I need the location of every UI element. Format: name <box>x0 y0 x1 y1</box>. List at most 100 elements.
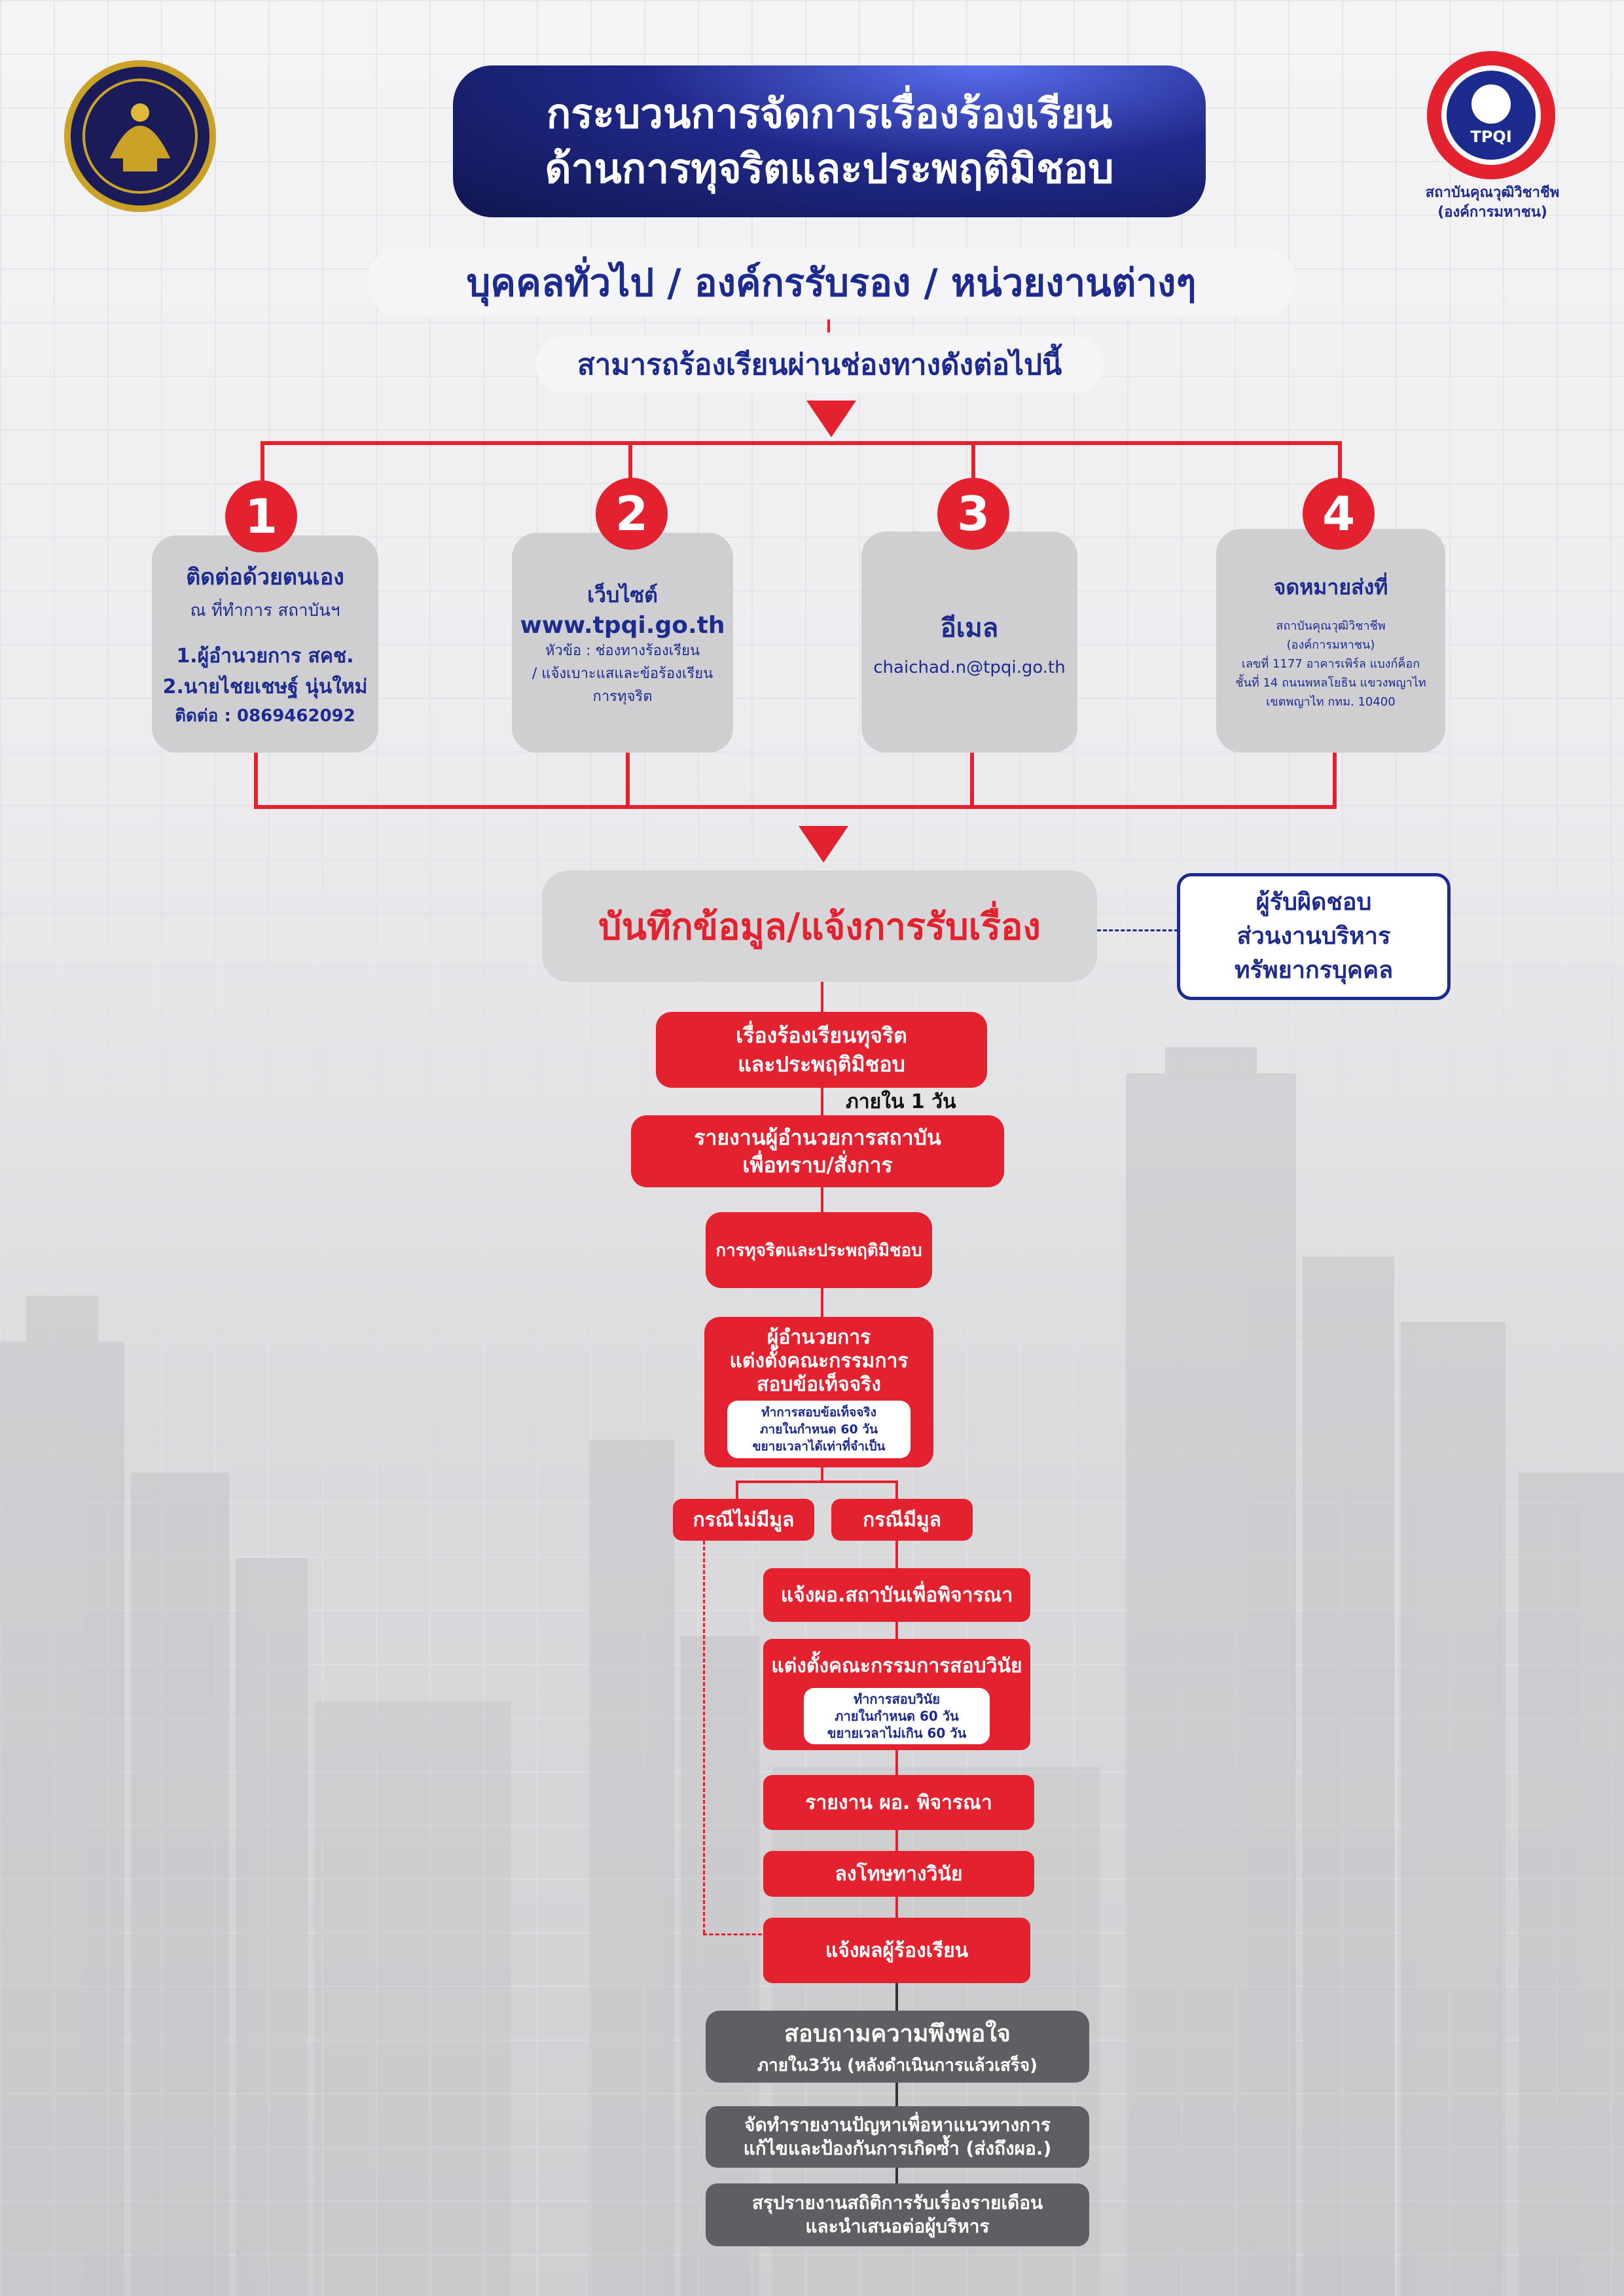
flow-step-monthly-summary: สรุปรายงานสถิติการรับเรื่องรายเดือน และน… <box>706 2183 1089 2246</box>
channel-line: เขตพญาไท กทม. 10400 <box>1266 695 1396 709</box>
channel-line: 1.ผู้อำนวยการ สคช. <box>176 645 354 668</box>
record-label: บันทึกข้อมูล/แจ้งการรับเรื่อง <box>598 905 1041 948</box>
government-emblem-logo <box>64 60 216 212</box>
responsible-unit-box: ผู้รับผิดชอบ ส่วนงานบริหาร ทรัพยากรบุคคล <box>1177 873 1451 1000</box>
connector-line <box>827 319 830 332</box>
down-arrow <box>806 401 856 437</box>
website-link[interactable]: www.tpqi.go.th <box>520 611 725 639</box>
flow-step-line: ภายใน3วัน (หลังดำเนินการแล้วเสร็จ) <box>757 2056 1038 2075</box>
case-no-merit: กรณีไม่มีมูล <box>673 1499 814 1541</box>
flow-step-line: การทุจริตและประพฤติมิชอบ <box>715 1240 922 1261</box>
channels-intro: สามารถร้องเรียนผ่านช่องทางดังต่อไปนี้ <box>535 336 1104 393</box>
flow-connector <box>895 1750 898 1776</box>
flow-step-line: แต่งตั้งคณะกรรมการ <box>729 1350 909 1372</box>
flow-step-satisfaction: สอบถามความพึงพอใจ ภายใน3วัน (หลังดำเนินก… <box>706 2011 1089 2083</box>
responsible-line: ส่วนงานบริหาร <box>1236 923 1391 950</box>
flow-split-line <box>736 1480 897 1483</box>
flow-connector <box>821 1467 823 1483</box>
branch-line <box>1333 753 1337 809</box>
within-1-day-label: ภายใน 1 วัน <box>846 1090 956 1113</box>
branch-line <box>626 753 630 809</box>
flow-step-line: และนำเสนอต่อผู้บริหาร <box>805 2215 990 2237</box>
flow-step-line: รายงานผู้อำนวยการสถาบัน <box>694 1125 941 1150</box>
channel-card-in-person: ติดต่อด้วยตนเอง ณ ที่ทำการ สถาบันฯ 1.ผู้… <box>152 535 378 753</box>
flow-step-penalty: ลงโทษทางวินัย <box>763 1851 1034 1897</box>
flow-step-notify-director: แจ้งผอ.สถาบันเพื่อพิจารณา <box>763 1568 1030 1622</box>
flow-connector <box>895 1983 898 2012</box>
no-merit-path <box>703 1933 762 1935</box>
flow-step-line: สรุปรายงานสถิติการรับเรื่องรายเดือน <box>751 2192 1043 2214</box>
channel-line: / แจ้งเบาะแสและข้อร้องเรียน <box>532 665 713 682</box>
flow-step-line: สอบถามความพึงพอใจ <box>784 2020 1011 2047</box>
flow-connector <box>821 1088 823 1117</box>
subtitle-text: บุคคลทั่วไป / องค์กรรับรอง / หน่วยงานต่า… <box>466 260 1197 305</box>
flow-step-line: จัดทำรายงานปัญหาเพื่อหาแนวทางการ <box>744 2114 1051 2136</box>
branch-line <box>1338 441 1342 513</box>
channel-title: อีเมล <box>940 613 999 643</box>
channel-card-website: เว็บไซต์ www.tpqi.go.th หัวข้อ : ช่องทาง… <box>512 533 733 753</box>
channel-line: หัวข้อ : ช่องทางร้องเรียน <box>545 642 700 659</box>
flow-connector <box>895 2083 898 2108</box>
branch-line-bottom <box>254 805 1337 809</box>
fact-finding-note: ทำการสอบข้อเท็จจริง ภายในกำหนด 60 วัน ขย… <box>727 1401 911 1458</box>
disciplinary-note: ทำการสอบวินัย ภายในกำหนด 60 วัน ขยายเวลา… <box>804 1688 990 1744</box>
flow-connector <box>821 1187 823 1213</box>
channel-card-email: อีเมล chaichad.n@tpqi.go.th <box>861 531 1077 753</box>
page-title: กระบวนการจัดการเรื่องร้องเรียน ด้านการทุ… <box>453 65 1206 217</box>
flow-step-corruption: การทุจริตและประพฤติมิชอบ <box>706 1212 932 1288</box>
title-line2: ด้านการทุจริตและประพฤติมิชอบ <box>545 145 1114 192</box>
subtitle-audience: บุคคลทั่วไป / องค์กรรับรอง / หน่วยงานต่า… <box>367 247 1296 317</box>
channel-line: 2.นายไชยเชษฐ์ นุ่นใหม่ <box>162 675 368 698</box>
tpqi-logo-text: TPQI <box>1470 128 1512 146</box>
flow-step-line: แก้ไขและป้องกันการเกิดซ้ำ (ส่งถึงผอ.) <box>743 2138 1052 2159</box>
flow-step-fact-finding: ผู้อำนวยการ แต่งตั้งคณะกรรมการ สอบข้อเท็… <box>704 1317 933 1467</box>
channel-phone: ติดต่อ : 0869462092 <box>175 706 355 726</box>
flow-step-line: ผู้อำนวยการ <box>767 1326 871 1349</box>
channel-number-badge: 4 <box>1303 478 1375 550</box>
flow-connector <box>895 1622 898 1640</box>
flow-step-disciplinary-committee: แต่งตั้งคณะกรรมการสอบวินัย ทำการสอบวินัย… <box>763 1639 1030 1750</box>
org-name-line2: (องค์การมหาชน) <box>1437 204 1547 221</box>
flow-step-report-director: รายงานผู้อำนวยการสถาบัน เพื่อทราบ/สั่งกา… <box>631 1115 1004 1187</box>
flow-step-line: แต่งตั้งคณะกรรมการสอบวินัย <box>771 1655 1022 1677</box>
branch-line <box>261 441 264 513</box>
channel-number-badge: 1 <box>225 480 297 552</box>
email-link[interactable]: chaichad.n@tpqi.go.th <box>873 658 1066 677</box>
branch-line <box>971 441 975 513</box>
channels-intro-text: สามารถร้องเรียนผ่านช่องทางดังต่อไปนี้ <box>577 348 1062 382</box>
channel-line: การทุจริต <box>592 688 653 705</box>
flow-step-line: สอบข้อเท็จจริง <box>757 1373 881 1396</box>
flow-connector <box>895 1541 898 1570</box>
flow-connector <box>895 1830 898 1852</box>
record-intake-box: บันทึกข้อมูล/แจ้งการรับเรื่อง <box>542 870 1097 982</box>
branch-line <box>628 441 632 513</box>
flow-connector <box>895 1480 898 1499</box>
flow-step-problem-report: จัดทำรายงานปัญหาเพื่อหาแนวทางการ แก้ไขแล… <box>706 2106 1089 2168</box>
branch-line <box>970 753 974 809</box>
tpqi-logo: TPQI <box>1427 51 1555 179</box>
flow-step-report-decision: รายงาน ผอ. พิจารณา <box>763 1775 1034 1830</box>
title-line1: กระบวนการจัดการเรื่องร้องเรียน <box>546 90 1113 137</box>
channel-title: จดหมายส่งที่ <box>1273 575 1388 600</box>
org-name-line1: สถาบันคุณวุฒิวิชาชีพ <box>1425 185 1560 201</box>
channel-line: สถาบันคุณวุฒิวิชาชีพ <box>1276 619 1386 633</box>
channel-title: เว็บไซต์ <box>587 582 658 607</box>
channel-line: ชั้นที่ 14 ถนนพหลโยธิน แขวงพญาไท <box>1235 676 1426 690</box>
org-name: สถาบันคุณวุฒิวิชาชีพ (องค์การมหาชน) <box>1394 182 1591 224</box>
branch-line-top <box>261 441 1342 445</box>
flow-connector <box>895 1897 898 1919</box>
responsible-line: ผู้รับผิดชอบ <box>1255 889 1372 916</box>
channel-line: ณ ที่ทำการ สถาบันฯ <box>190 601 340 620</box>
channel-title: ติดต่อด้วยตนเอง <box>186 564 344 590</box>
channel-number-badge: 2 <box>596 478 668 550</box>
down-arrow <box>799 826 848 863</box>
flow-connector <box>821 1288 823 1318</box>
dashed-connector <box>1097 929 1178 931</box>
channel-line: เลขที่ 1177 อาคารเพิร์ล แบงก์ค็อก <box>1241 657 1420 671</box>
flow-connector <box>821 982 823 1014</box>
no-merit-path <box>703 1541 705 1933</box>
channel-card-mail: จดหมายส่งที่ สถาบันคุณวุฒิวิชาชีพ (องค์ก… <box>1216 529 1445 753</box>
flow-step-line: เรื่องร้องเรียนทุจริต <box>736 1023 907 1048</box>
case-has-merit: กรณีมีมูล <box>831 1499 973 1541</box>
flow-connector <box>736 1480 738 1499</box>
